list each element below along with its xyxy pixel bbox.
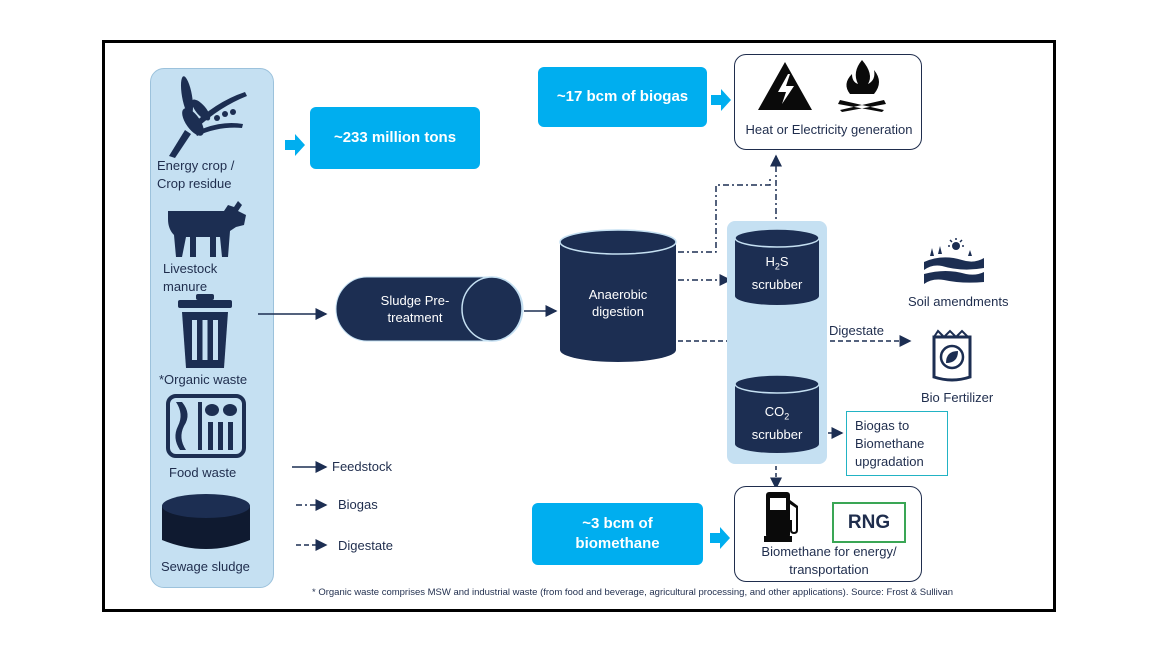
co2-label: CO2 scrubber <box>736 403 818 443</box>
co2-scrubber <box>734 374 820 453</box>
pretreatment-cylinder <box>335 276 524 342</box>
wheat-icon <box>169 76 247 158</box>
biogas-text: ~17 bcm of biogas <box>556 88 689 105</box>
biomethane-output-label: Biomethane for energy/ transportation <box>739 543 919 579</box>
legend-digestate: Digestate <box>338 538 393 553</box>
biomethane-output-line1: Biomethane for energy/ <box>761 544 897 559</box>
livestock-label: Livestock manure <box>163 261 218 294</box>
digestion-label: Anaerobic digestion <box>570 286 666 320</box>
h2s-formula: H2S <box>765 254 789 272</box>
tons-text: ~233 million tons <box>333 129 457 146</box>
legend-biogas: Biogas <box>338 497 378 512</box>
anaerobic-digester <box>559 229 677 362</box>
cow-icon <box>168 201 246 257</box>
bio-fertilizer-label: Bio Fertilizer <box>921 390 994 405</box>
lightning-icon <box>758 62 812 110</box>
fertilizer-bag-icon <box>932 329 972 382</box>
h2s-scrubber <box>734 228 820 305</box>
sludge-tank-icon <box>162 494 250 549</box>
fire-icon <box>838 60 886 112</box>
pretreatment-line1: Sludge Pre- <box>380 293 450 308</box>
h2s-line2: scrubber <box>751 276 803 292</box>
food-waste-label: Food waste <box>169 465 237 480</box>
upgradation-line3: upgradation <box>855 454 924 469</box>
upgradation-line2: Biomethane <box>855 436 925 451</box>
footnote: * Organic waste comprises MSW and indust… <box>312 587 954 598</box>
biomethane-output-line2: transportation <box>789 562 869 577</box>
trash-bin-icon <box>178 294 232 368</box>
upgradation-line1: Biogas to <box>855 418 910 433</box>
digestion-line2: digestion <box>591 304 645 319</box>
soil-icon <box>924 238 984 284</box>
digestion-line1: Anaerobic <box>588 287 648 302</box>
tons-callout: ~233 million tons <box>310 107 480 169</box>
co2-formula: CO2 <box>764 404 790 422</box>
arrow-right-icon <box>285 134 305 156</box>
co2-line2: scrubber <box>751 426 803 442</box>
digestate-label: Digestate <box>829 323 884 338</box>
biomethane-callout-line1: ~3 bcm of <box>582 515 653 532</box>
pretreatment-label: Sludge Pre- treatment <box>360 292 470 326</box>
heat-electricity-label: Heat or Electricity generation <box>745 122 913 137</box>
biogas-callout: ~17 bcm of biogas <box>538 67 707 127</box>
legend-feedstock: Feedstock <box>332 459 392 474</box>
energy-crop-label: Energy crop / Crop residue <box>157 158 235 191</box>
fuel-pump-icon <box>764 492 798 542</box>
upgradation-label: Biogas to Biomethane upgradation <box>855 417 924 471</box>
pretreatment-line2: treatment <box>387 310 443 325</box>
biomethane-callout: ~3 bcm of biomethane <box>532 503 703 565</box>
organic-waste-label: *Organic waste <box>159 372 248 387</box>
soil-amendments-label: Soil amendments <box>908 294 1009 309</box>
arrow-right-icon <box>711 89 731 111</box>
food-tray-icon <box>166 394 246 458</box>
h2s-label: H2S scrubber <box>736 253 818 293</box>
arrow-right-icon <box>710 527 730 549</box>
upgradation-box: Biogas to Biomethane upgradation <box>846 411 948 476</box>
rng-text: RNG <box>847 511 891 533</box>
rng-badge: RNG <box>832 502 906 543</box>
biomethane-callout-line2: biomethane <box>575 535 660 552</box>
sewage-sludge-label: Sewage sludge <box>161 559 250 574</box>
